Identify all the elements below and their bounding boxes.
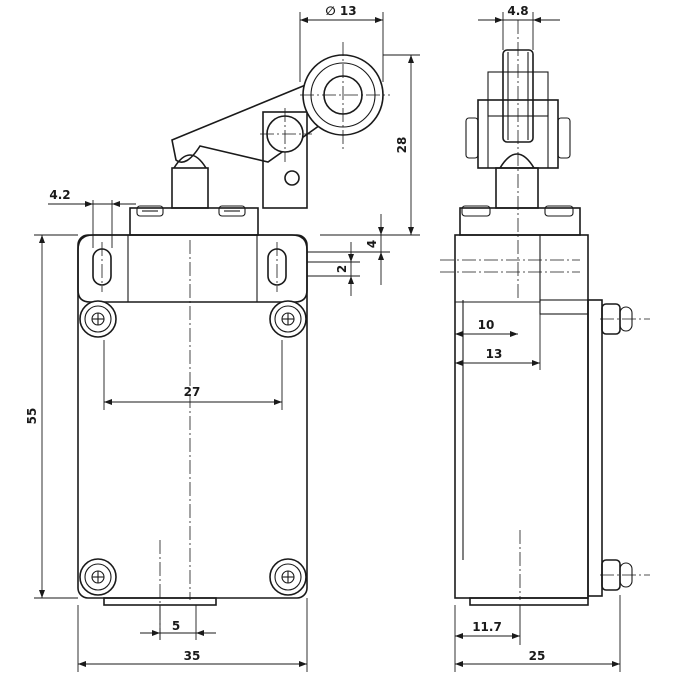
label-lever-height: 28 — [395, 137, 409, 154]
screw-bottom-right — [269, 558, 307, 596]
screw-bottom-left — [79, 558, 117, 596]
front-body — [77, 234, 308, 599]
side-head — [459, 207, 581, 236]
label-screw-spacing: 27 — [184, 385, 201, 399]
label-side-depth-13: 13 — [486, 347, 503, 361]
dimension-lines — [34, 12, 621, 672]
side-body — [454, 234, 589, 599]
label-plunger-offset: 5 — [172, 619, 180, 633]
side-cover — [587, 299, 603, 597]
screw-top-left — [79, 300, 117, 338]
label-side-depth-10: 10 — [478, 318, 495, 332]
label-bottom-offset: 11.7 — [472, 620, 502, 634]
screw-top-right — [269, 300, 307, 338]
plunger — [171, 167, 209, 209]
front-head — [129, 207, 259, 236]
label-roller-diameter: ∅ 13 — [325, 4, 356, 18]
label-slot-pitch: 4 — [365, 240, 379, 248]
label-slot-width: 2 — [335, 265, 349, 273]
label-body-width: 35 — [184, 649, 201, 663]
side-view — [440, 20, 650, 606]
dimension-labels: ∅ 13 4.8 28 4.2 4 2 55 27 5 35 10 13 11.… — [25, 4, 545, 663]
front-flange — [77, 234, 308, 303]
label-mount-hole-offset: 4.2 — [49, 188, 70, 202]
label-roller-width: 4.8 — [507, 4, 528, 18]
label-body-height: 55 — [25, 408, 39, 425]
front-view — [77, 42, 390, 640]
label-side-width: 25 — [529, 649, 546, 663]
